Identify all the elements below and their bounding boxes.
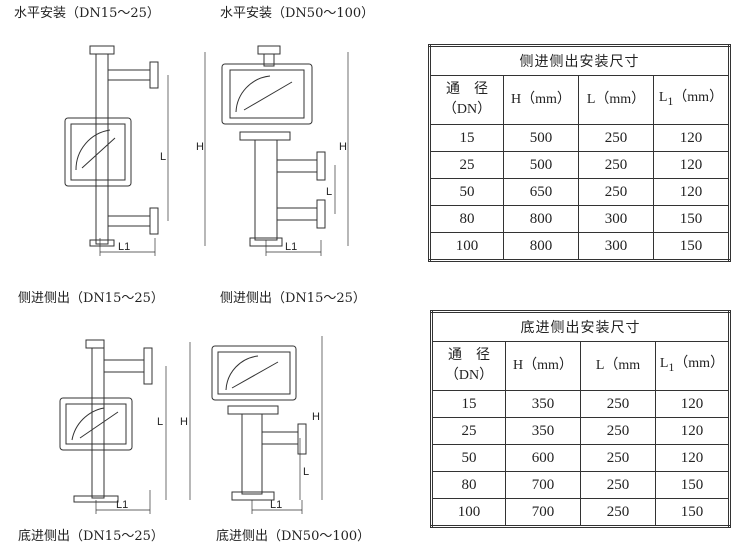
- table-cell: 15: [431, 390, 506, 418]
- table-cell: 350: [505, 390, 581, 418]
- table-cell: 250: [578, 124, 654, 152]
- caption-side-in-side-out-2: 侧进侧出（DN15～25）: [220, 291, 366, 306]
- table-cell: 150: [655, 471, 730, 499]
- header-h: H（mm）: [505, 341, 581, 391]
- table-cell: 250: [580, 498, 656, 527]
- dim-label-L1: L1: [118, 241, 130, 253]
- header-dn: 通 径（DN）: [431, 341, 506, 391]
- header-l: L（mm）: [578, 75, 654, 125]
- table-title: 底进侧出安装尺寸: [431, 311, 730, 342]
- table-cell: 15: [429, 124, 504, 152]
- header-l: L（mm: [580, 341, 656, 391]
- table-cell: 120: [655, 444, 730, 472]
- header-l1: L1（mm）: [655, 341, 730, 391]
- table-cell: 700: [505, 498, 581, 527]
- dim-label-H: H: [196, 141, 204, 153]
- caption-horizontal-dn15-25: 水平安装（DN15～25）: [14, 6, 160, 21]
- table-cell: 25: [431, 417, 506, 445]
- table-title: 侧进侧出安装尺寸: [429, 45, 730, 76]
- dim-label-L: L: [303, 466, 309, 478]
- table-cell: 250: [580, 444, 656, 472]
- dim-label-L: L: [157, 416, 163, 428]
- dim-label-H: H: [312, 411, 320, 423]
- dim-label-H: H: [180, 416, 188, 428]
- table-cell: 50: [431, 444, 506, 472]
- table-cell: 650: [503, 178, 579, 206]
- table-cell: 80: [429, 205, 504, 233]
- diagram-horizontal-dn50-100: H L L1: [221, 45, 349, 256]
- table-cell: 250: [578, 151, 654, 179]
- dim-label-L1: L1: [285, 241, 297, 253]
- table-cell: 250: [580, 390, 656, 418]
- table-cell: 500: [503, 124, 579, 152]
- table-cell: 50: [429, 178, 504, 206]
- dim-label-L: L: [326, 186, 332, 198]
- header-l1: L1（mm）: [653, 75, 730, 125]
- table-cell: 600: [505, 444, 581, 472]
- diagram-horizontal-dn15-25: H L L1: [64, 45, 206, 256]
- dim-label-L1: L1: [116, 499, 128, 511]
- dim-label-L1: L1: [270, 499, 282, 511]
- caption-bottom-in-side-out-dn50-100: 底进侧出（DN50～100）: [216, 529, 371, 544]
- caption-bottom-in-side-out-dn15-25: 底进侧出（DN15～25）: [18, 529, 164, 544]
- table-cell: 300: [578, 205, 654, 233]
- table-cell: 250: [580, 417, 656, 445]
- header-dn: 通 径（DN）: [429, 75, 504, 125]
- table-cell: 500: [503, 151, 579, 179]
- table-cell: 120: [653, 178, 730, 206]
- dim-label-L: L: [160, 151, 166, 163]
- table-cell: 300: [578, 232, 654, 261]
- table-cell: 350: [505, 417, 581, 445]
- diagram-bottom-in-side-out-dn15-25: H L L1: [59, 339, 191, 514]
- diagram-bottom-in-side-out-dn50-100: H L L1: [211, 336, 323, 514]
- table-cell: 120: [653, 124, 730, 152]
- caption-side-in-side-out-1: 侧进侧出（DN15～25）: [18, 291, 164, 306]
- table-cell: 700: [505, 471, 581, 499]
- table-cell: 150: [655, 498, 730, 527]
- table-cell: 100: [429, 232, 504, 261]
- table-cell: 25: [429, 151, 504, 179]
- caption-horizontal-dn50-100: 水平安装（DN50～100）: [220, 6, 375, 21]
- table-cell: 120: [655, 390, 730, 418]
- table-cell: 120: [655, 417, 730, 445]
- table-cell: 250: [578, 178, 654, 206]
- table-cell: 250: [580, 471, 656, 499]
- table-cell: 80: [431, 471, 506, 499]
- table-cell: 120: [653, 151, 730, 179]
- table-cell: 800: [503, 232, 579, 261]
- table-cell: 100: [431, 498, 506, 527]
- header-h: H（mm）: [503, 75, 579, 125]
- table-cell: 150: [653, 232, 730, 261]
- dim-label-H: H: [339, 141, 347, 153]
- table-cell: 150: [653, 205, 730, 233]
- flowmeter-diagrams: H L L1 H L L1: [59, 45, 349, 514]
- table-cell: 800: [503, 205, 579, 233]
